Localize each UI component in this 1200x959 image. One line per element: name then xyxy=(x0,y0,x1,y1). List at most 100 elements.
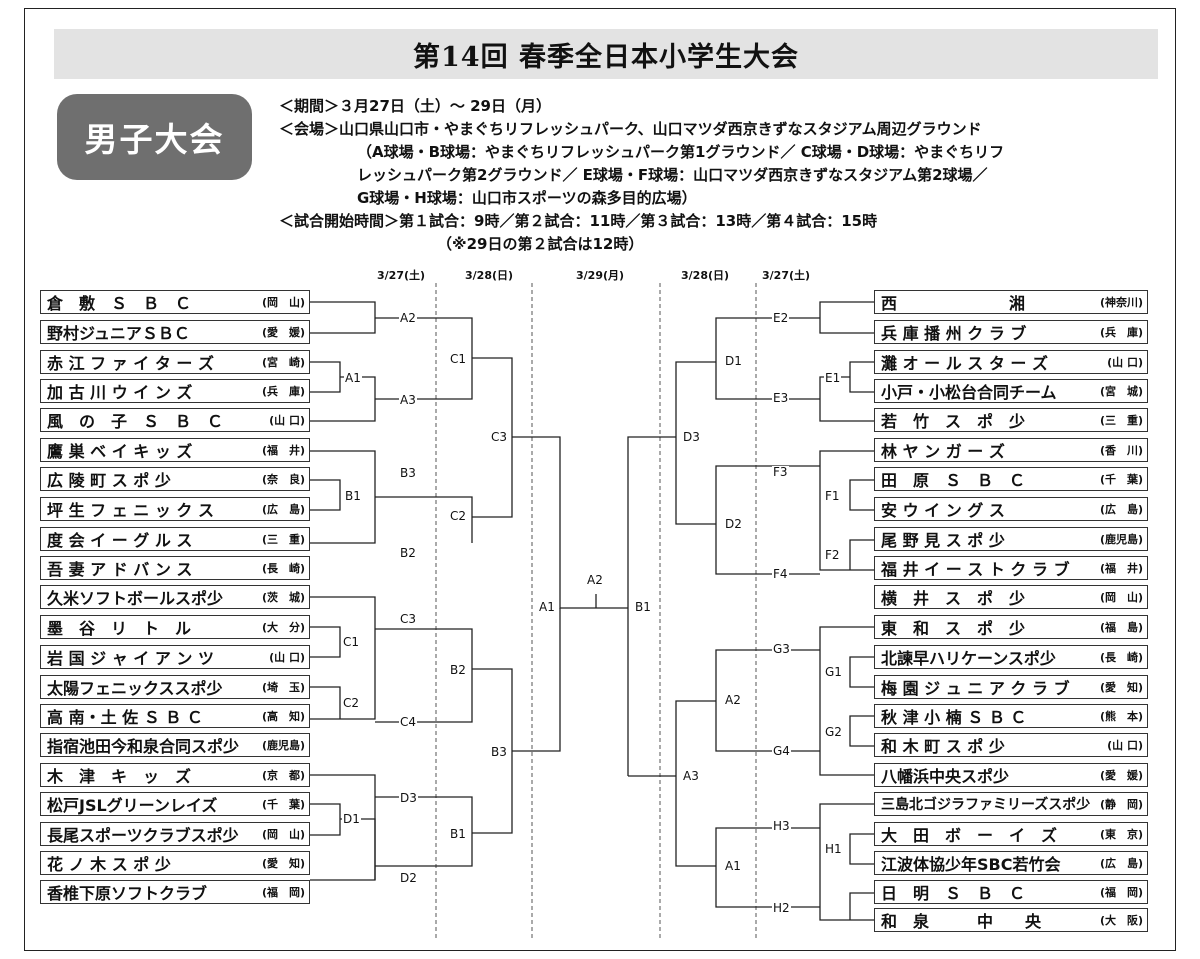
team-left-10: 吾 妻 ア ド バ ン ス(長 崎) xyxy=(40,556,310,580)
match-label: H2 xyxy=(772,901,791,915)
page-title: 第14回 春季全日本小学生大会 xyxy=(54,29,1158,79)
match-label: B2 xyxy=(449,663,467,677)
team-left-16: 指宿池田今和泉合同スポ少(鹿児島) xyxy=(40,733,310,757)
match-label: B1 xyxy=(344,489,362,503)
venue-line-3: レッシュパーク第2グラウンド／ E球場・F球場：山口マツダ西京きずなスタジアム第… xyxy=(357,166,988,184)
team-right-10: 福 井 イ ー ス ト ク ラ ブ(福 井) xyxy=(874,556,1148,580)
team-right-3: 灘 オ ー ル ス タ ー ズ(山 口) xyxy=(874,350,1148,374)
team-right-15: 秋 津 小 楠 Ｓ Ｂ Ｃ(熊 本) xyxy=(874,704,1148,728)
match-label: C3 xyxy=(490,430,509,444)
match-label: B1 xyxy=(449,827,467,841)
team-left-9: 度 会 イ ー グ ル ス(三 重) xyxy=(40,527,310,551)
match-label: D3 xyxy=(682,430,701,444)
venue-line-4: G球場・H球場：山口市スポーツの森多目的広場） xyxy=(357,189,697,207)
date-left-day1: 3/27(土) xyxy=(377,269,426,282)
team-right-1: 西 湘(神奈川) xyxy=(874,290,1148,314)
match-label: B1 xyxy=(634,600,652,614)
team-right-6: 林 ヤ ン ガ ー ズ(香 川) xyxy=(874,438,1148,462)
division-badge: 男子大会 xyxy=(57,94,252,180)
team-right-11: 横 井 ス ポ 少(岡 山) xyxy=(874,585,1148,609)
date-left-day2: 3/28(日) xyxy=(465,269,514,282)
date-right-day2: 3/28(日) xyxy=(681,269,730,282)
team-right-21: 日 明 Ｓ Ｂ Ｃ(福 岡) xyxy=(874,880,1148,904)
start-time-note: （※29日の第２試合は12時） xyxy=(437,235,644,253)
match-label: D1 xyxy=(724,354,743,368)
venue-line-2: （A球場・B球場：やまぐちリフレッシュパーク第1グラウンド／ C球場・D球場：や… xyxy=(357,143,1005,161)
team-left-11: 久米ソフトボールスポ少(茨 城) xyxy=(40,585,310,609)
match-label: A3 xyxy=(399,393,417,407)
match-label: F3 xyxy=(772,465,789,479)
team-left-1: 倉 敷 Ｓ Ｂ Ｃ(岡 山) xyxy=(40,290,310,314)
team-right-16: 和 木 町 ス ポ 少(山 口) xyxy=(874,733,1148,757)
team-right-8: 安 ウ イ ン グ ス(広 島) xyxy=(874,497,1148,521)
team-right-14: 梅 園 ジ ュ ニ ア ク ラ ブ(愛 知) xyxy=(874,675,1148,699)
team-right-17: 八幡浜中央スポ少(愛 媛) xyxy=(874,763,1148,787)
team-right-20: 江波体協少年SBC若竹会(広 島) xyxy=(874,851,1148,875)
team-left-15: 高 南・土 佐 Ｓ Ｂ Ｃ(高 知) xyxy=(40,704,310,728)
match-label: G3 xyxy=(772,642,791,656)
match-label: C2 xyxy=(449,509,468,523)
team-left-4: 加 古 川 ウ イ ン ズ(兵 庫) xyxy=(40,379,310,403)
match-label: H1 xyxy=(824,842,843,856)
team-right-13: 北諫早ハリケーンスポ少(長 崎) xyxy=(874,645,1148,669)
match-label: C1 xyxy=(449,352,468,366)
match-label: B3 xyxy=(399,466,417,480)
match-label: D3 xyxy=(399,791,418,805)
match-label: B2 xyxy=(399,546,417,560)
team-left-6: 鷹 巣 ベ イ キ ッ ズ(福 井) xyxy=(40,438,310,462)
match-label: C1 xyxy=(342,635,361,649)
team-right-9: 尾 野 見 ス ポ 少(鹿児島) xyxy=(874,527,1148,551)
day-dividers xyxy=(435,283,757,940)
match-label: C3 xyxy=(399,612,418,626)
date-final: 3/29(月) xyxy=(576,269,625,282)
date-right-day1: 3/27(土) xyxy=(762,269,811,282)
team-right-19: 大 田 ボ ー イ ズ(東 京) xyxy=(874,822,1148,846)
bracket-paths xyxy=(310,301,874,921)
team-left-20: 花 ノ 木 ス ポ 少(愛 知) xyxy=(40,851,310,875)
team-left-19: 長尾スポーツクラブスポ少(岡 山) xyxy=(40,822,310,846)
team-right-2: 兵 庫 播 州 ク ラ ブ(兵 庫) xyxy=(874,320,1148,344)
match-label: E1 xyxy=(824,371,842,385)
team-left-21: 香椎下原ソフトクラブ(福 岡) xyxy=(40,880,310,904)
match-label: D2 xyxy=(724,517,743,531)
match-label: A1 xyxy=(724,859,742,873)
final-match-label: A2 xyxy=(586,573,604,587)
venue-line-1: ＜会場＞山口県山口市・やまぐちリフレッシュパーク、山口マツダ西京きずなスタジアム… xyxy=(279,120,982,138)
match-label: A1 xyxy=(344,371,362,385)
match-label: H3 xyxy=(772,819,791,833)
team-right-12: 東 和 ス ポ 少(福 島) xyxy=(874,615,1148,639)
match-label: E2 xyxy=(772,311,790,325)
match-label: G4 xyxy=(772,744,791,758)
match-label: F4 xyxy=(772,567,789,581)
team-left-8: 坪 生 フ ェ ニ ッ ク ス(広 島) xyxy=(40,497,310,521)
team-right-5: 若 竹 ス ポ 少(三 重) xyxy=(874,408,1148,432)
team-right-7: 田 原 Ｓ Ｂ Ｃ(千 葉) xyxy=(874,467,1148,491)
match-label: B3 xyxy=(490,745,508,759)
match-label: C4 xyxy=(399,715,418,729)
team-left-3: 赤 江 フ ァ イ タ ー ズ(宮 崎) xyxy=(40,350,310,374)
team-left-7: 広 陵 町 ス ポ 少(奈 良) xyxy=(40,467,310,491)
page-frame xyxy=(24,8,1176,951)
match-label: E3 xyxy=(772,391,790,405)
match-label: A2 xyxy=(399,311,417,325)
team-right-22: 和 泉 中 央(大 阪) xyxy=(874,908,1148,932)
start-time-line: ＜試合開始時間＞第１試合：9時／第２試合：11時／第３試合：13時／第４試合：1… xyxy=(279,212,878,230)
team-left-18: 松戸JSLグリーンレイズ(千 葉) xyxy=(40,792,310,816)
team-left-12: 墨 谷 リ ト ル(大 分) xyxy=(40,615,310,639)
match-label: D2 xyxy=(399,871,418,885)
period-line: ＜期間＞３月27日（土）～ 29日（月） xyxy=(279,97,551,115)
match-label: G2 xyxy=(824,725,843,739)
match-label: G1 xyxy=(824,665,843,679)
team-left-14: 太陽フェニックススポ少(埼 玉) xyxy=(40,675,310,699)
match-label: D1 xyxy=(342,812,361,826)
team-right-18: 三島北ゴジラファミリーズスポ少(静 岡) xyxy=(874,792,1148,816)
match-label: A1 xyxy=(538,600,556,614)
match-label: C2 xyxy=(342,696,361,710)
team-right-4: 小戸・小松台合同チーム(宮 城) xyxy=(874,379,1148,403)
match-label: F1 xyxy=(824,489,841,503)
team-left-2: 野村ジュニアＳＢＣ(愛 媛) xyxy=(40,320,310,344)
tournament-info: ＜期間＞３月27日（土）～ 29日（月） ＜会場＞山口県山口市・やまぐちリフレッ… xyxy=(279,95,1159,256)
team-left-5: 風 の 子 Ｓ Ｂ Ｃ(山 口) xyxy=(40,408,310,432)
match-label: F2 xyxy=(824,548,841,562)
